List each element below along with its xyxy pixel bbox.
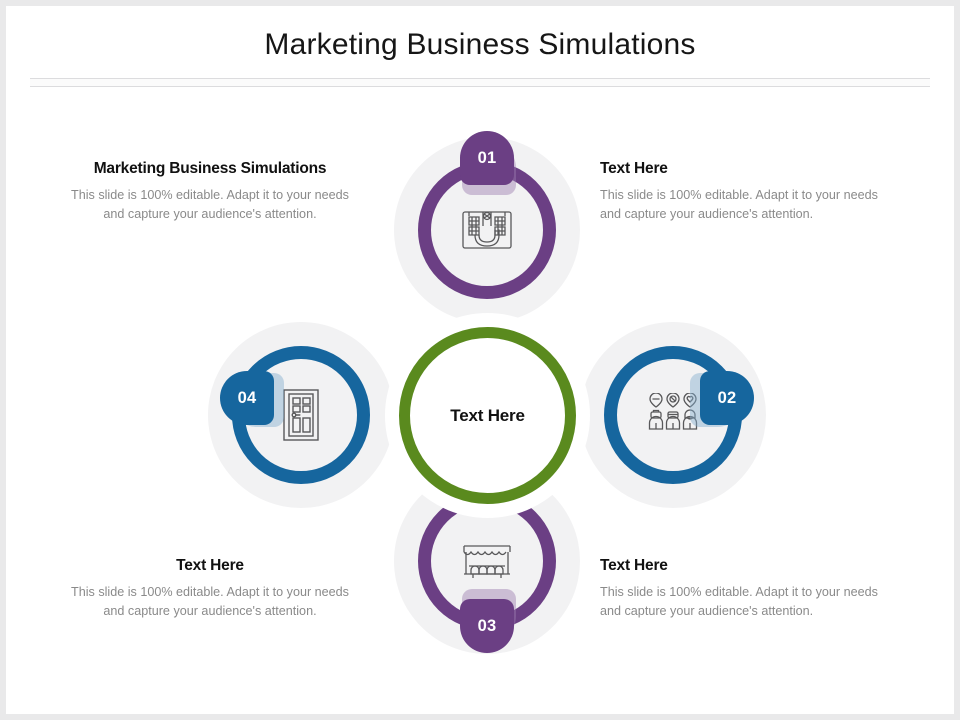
text-block-top-right: Text Here This slide is 100% editable. A… <box>600 160 900 225</box>
four-petal-circular-diagram: Text Here 01 02 03 04 <box>195 125 780 670</box>
center-hub-label: Text Here <box>450 405 525 425</box>
text-block-bottom-right-heading: Text Here <box>600 557 668 574</box>
title-divider <box>30 78 930 87</box>
center-hub[interactable]: Text Here <box>385 313 590 518</box>
badge-02-label: 02 <box>700 371 754 425</box>
text-block-bottom-left-heading: Text Here <box>176 557 244 574</box>
text-block-top-right-heading: Text Here <box>600 160 668 177</box>
text-block-bottom-left-body: This slide is 100% editable. Adapt it to… <box>71 584 349 619</box>
slide-border-bottom <box>0 714 960 720</box>
slide-border-right <box>954 0 960 720</box>
badge-02[interactable]: 02 <box>690 371 754 427</box>
text-block-top-right-body: This slide is 100% editable. Adapt it to… <box>600 187 878 222</box>
text-block-top-left: Marketing Business Simulations This slid… <box>60 160 360 225</box>
slide-border-top <box>0 0 960 6</box>
text-block-top-left-heading: Marketing Business Simulations <box>93 160 327 177</box>
stadium-arena-icon <box>457 200 517 260</box>
petal-04-left[interactable] <box>208 322 394 508</box>
slide-border-left <box>0 0 6 720</box>
door-icon <box>271 385 331 445</box>
badge-04[interactable]: 04 <box>220 371 284 427</box>
text-block-bottom-left: Text Here This slide is 100% editable. A… <box>60 557 360 622</box>
badge-01[interactable]: 01 <box>460 131 516 195</box>
text-block-top-left-body: This slide is 100% editable. Adapt it to… <box>71 187 349 222</box>
badge-03-label: 03 <box>460 599 514 653</box>
text-block-bottom-right: Text Here This slide is 100% editable. A… <box>600 557 900 622</box>
slide-title: Marketing Business Simulations <box>264 28 696 61</box>
badge-03[interactable]: 03 <box>460 589 516 653</box>
badge-01-label: 01 <box>460 131 514 185</box>
badge-04-label: 04 <box>220 371 274 425</box>
customer-feedback-people-icon <box>643 385 703 445</box>
text-block-bottom-right-body: This slide is 100% editable. Adapt it to… <box>600 584 878 619</box>
market-stall-icon <box>457 531 517 591</box>
center-hub-ring: Text Here <box>399 327 576 504</box>
